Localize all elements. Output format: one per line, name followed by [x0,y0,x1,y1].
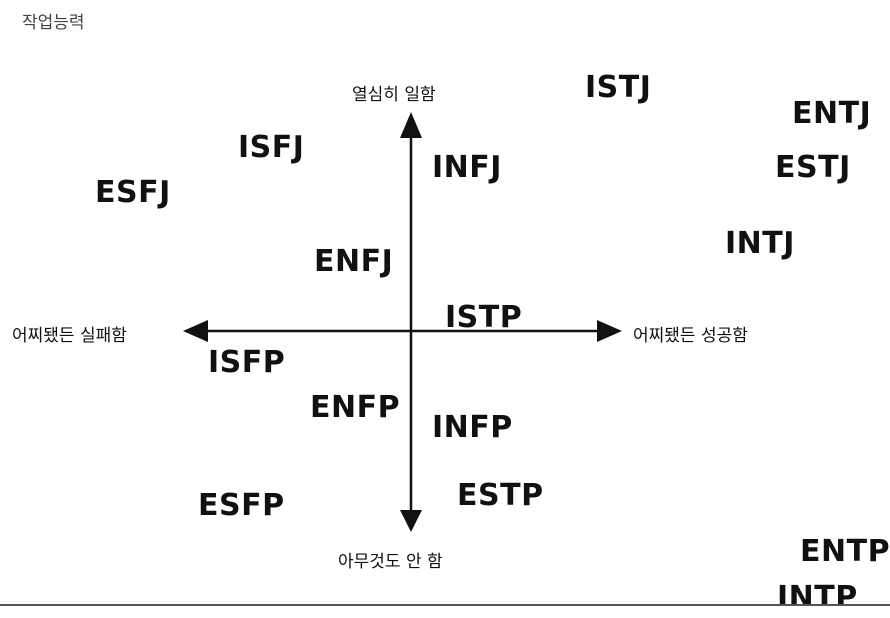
arrow-left-icon [183,320,208,342]
type-esfp: ESFP [198,488,285,523]
axis-label-bottom: 아무것도 안 함 [338,552,443,572]
type-enfj: ENFJ [314,244,394,279]
axis-label-top: 열심히 일함 [352,85,436,105]
type-estj: ESTJ [775,150,851,185]
type-estp: ESTP [457,478,544,513]
axis-label-right: 어찌됐든 성공함 [633,326,748,346]
page-title: 작업능력 [22,13,85,33]
bottom-rule [0,604,890,606]
arrow-right-icon [597,320,622,342]
type-istj: ISTJ [585,70,652,105]
type-entj: ENTJ [792,96,872,131]
type-infj: INFJ [432,150,502,185]
arrow-down-icon [400,510,422,532]
type-infp: INFP [432,410,513,445]
footer-strip [0,606,890,618]
type-isfj: ISFJ [238,130,305,165]
type-isfp: ISFP [208,345,286,380]
axis-label-left: 어찌됐든 실패함 [12,326,127,346]
type-intj: INTJ [725,226,795,261]
type-esfj: ESFJ [95,175,171,210]
type-istp: ISTP [445,300,523,335]
type-enfp: ENFP [310,390,401,425]
arrow-up-icon [400,112,422,138]
type-entp: ENTP [800,534,890,569]
